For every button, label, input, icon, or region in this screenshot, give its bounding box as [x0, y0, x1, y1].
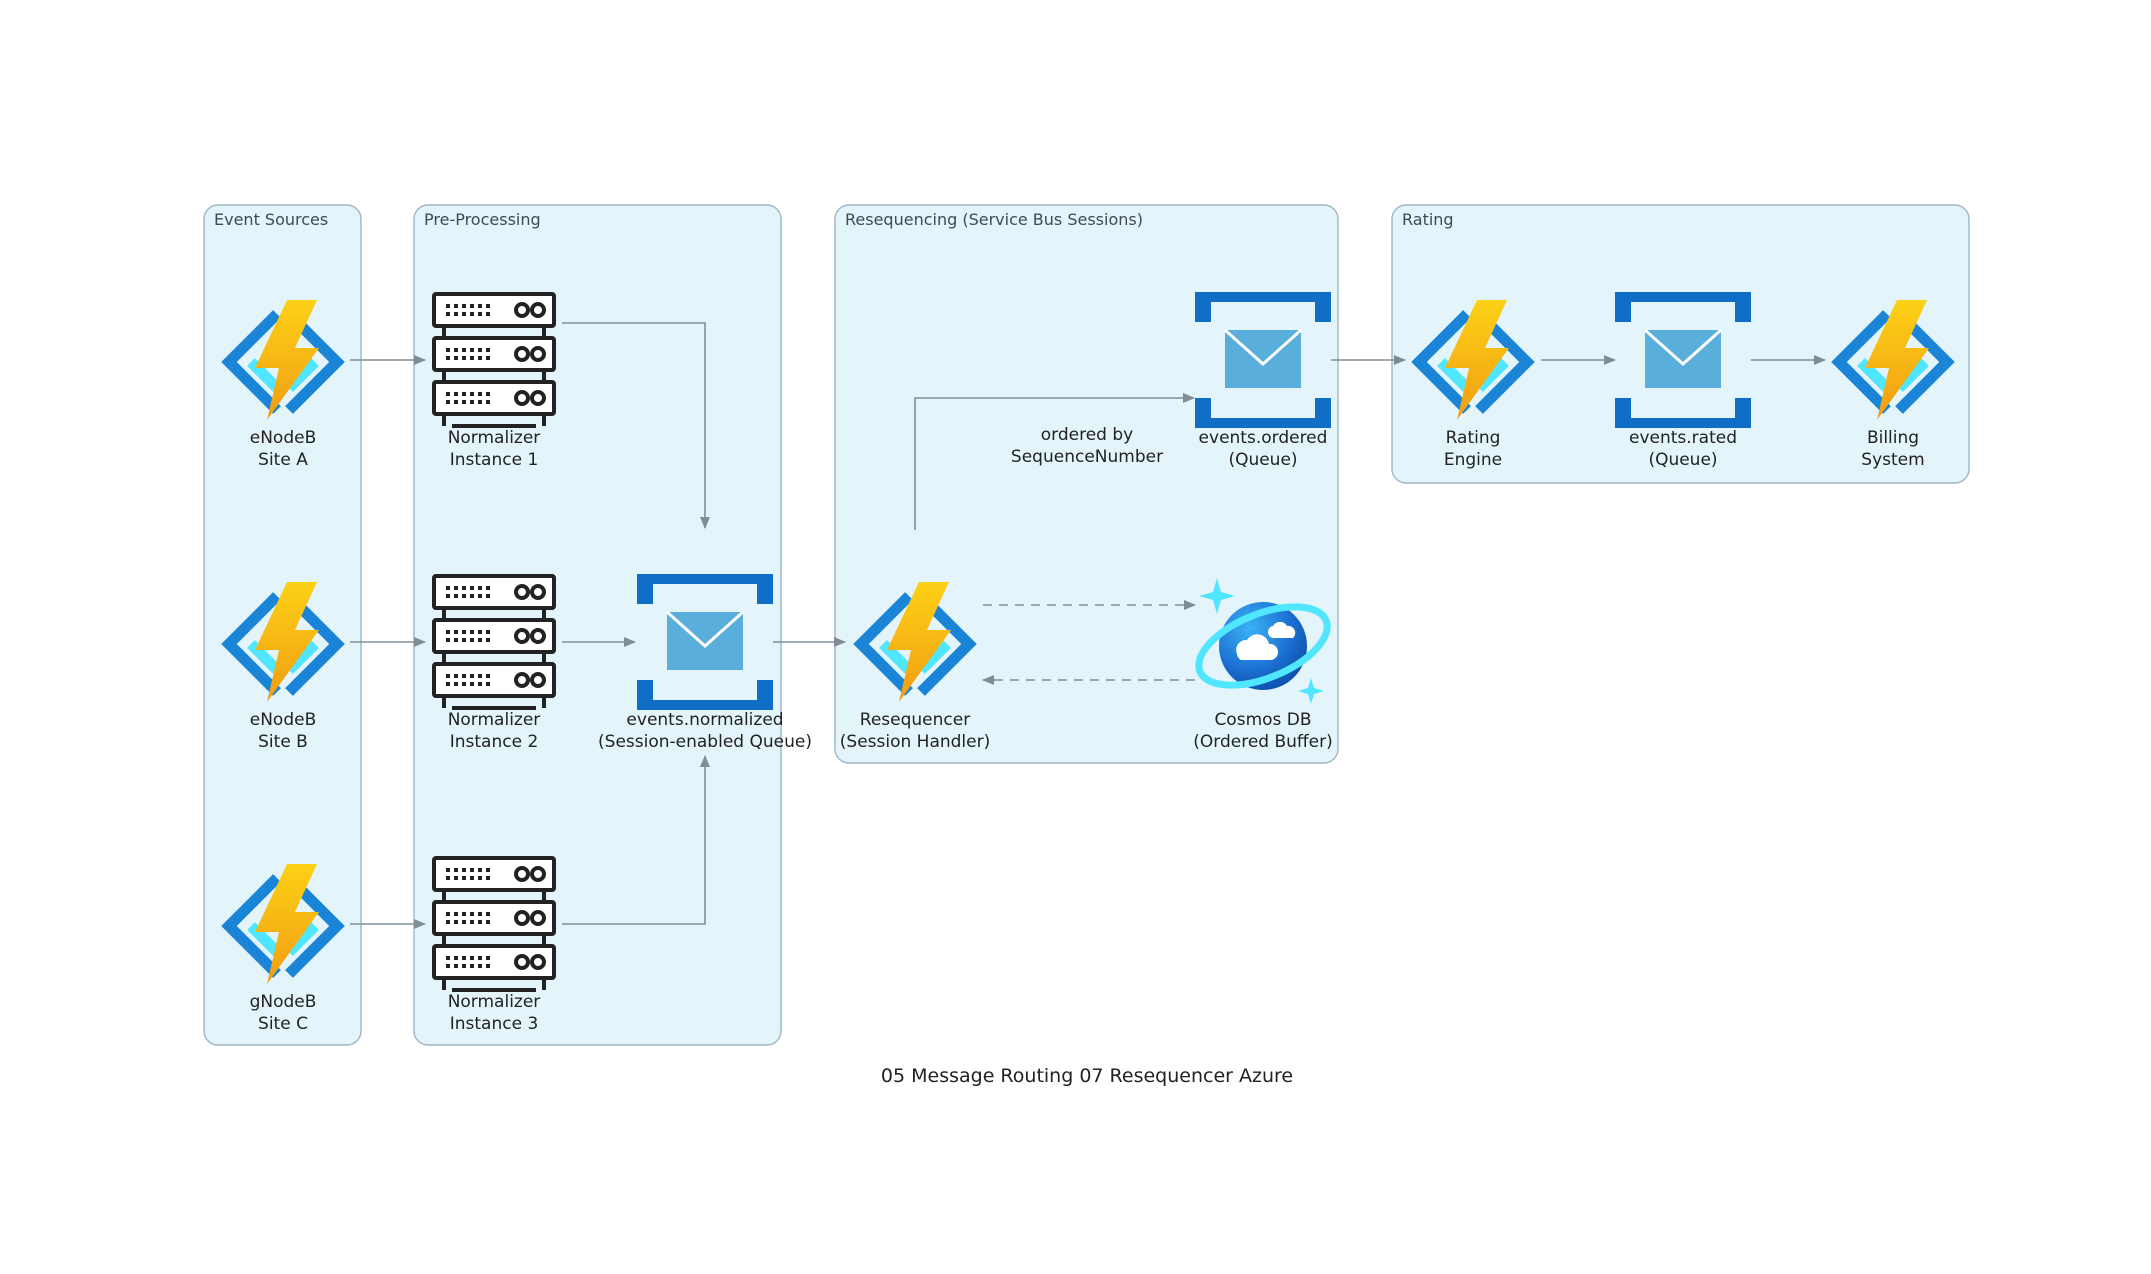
node-label-line1: eNodeB [250, 428, 317, 448]
node-label-line1: events.normalized [626, 710, 783, 730]
node-normalizer-instance-1[interactable]: Normalizer Instance 1 [432, 292, 556, 470]
node-label-line2: Site B [258, 732, 308, 752]
node-label-line2: (Session-enabled Queue) [598, 732, 812, 752]
node-label-line1: gNodeB [250, 992, 317, 1012]
node-label-line2: Site C [258, 1014, 308, 1034]
node-label-line1: Normalizer [448, 710, 541, 730]
diagram-caption: 05 Message Routing 07 Resequencer Azure [881, 1065, 1293, 1087]
node-label-line2: (Queue) [1648, 450, 1717, 470]
node-cosmos-db[interactable]: Cosmos DB (Ordered Buffer) [1188, 578, 1338, 752]
server-rack-icon [432, 574, 556, 710]
edge-normalizer-1-to-events-normalized [562, 322, 710, 529]
node-gnodeb-site-c[interactable]: gNodeB Site C [229, 864, 337, 1034]
cluster-label: Pre-Processing [424, 210, 541, 229]
node-events-ordered[interactable]: events.ordered (Queue) [1193, 290, 1333, 470]
node-label-line1: Resequencer [860, 710, 970, 730]
node-label-line2: Instance 1 [450, 450, 539, 470]
node-normalizer-instance-3[interactable]: Normalizer Instance 3 [432, 856, 556, 1034]
node-label-line1: Cosmos DB [1214, 710, 1311, 730]
edge-normalizer-3-to-events-normalized [562, 755, 710, 925]
edge-label-line2: SequenceNumber [1011, 447, 1163, 467]
node-events-normalized[interactable]: events.normalized (Session-enabled Queue… [598, 572, 812, 752]
node-label-line2: (Ordered Buffer) [1193, 732, 1332, 752]
node-label-line1: Normalizer [448, 992, 541, 1012]
node-enodeb-site-b[interactable]: eNodeB Site B [229, 582, 337, 752]
node-label-line1: Rating [1446, 428, 1501, 448]
edge-label-ordered-by: ordered by SequenceNumber [1011, 425, 1163, 467]
node-billing-system[interactable]: Billing System [1839, 300, 1947, 470]
node-label-line1: events.rated [1629, 428, 1737, 448]
cluster-label: Resequencing (Service Bus Sessions) [845, 210, 1143, 229]
node-resequencer[interactable]: Resequencer (Session Handler) [840, 582, 990, 752]
node-events-rated[interactable]: events.rated (Queue) [1613, 290, 1753, 470]
node-label-line1: Billing [1867, 428, 1919, 448]
node-label-line1: Normalizer [448, 428, 541, 448]
server-rack-icon [432, 856, 556, 992]
edge-resequencer-to-events-ordered [914, 393, 1195, 530]
node-rating-engine[interactable]: Rating Engine [1419, 300, 1527, 470]
node-label-line1: events.ordered [1199, 428, 1328, 448]
node-label-line2: (Queue) [1228, 450, 1297, 470]
node-label-line2: System [1861, 450, 1924, 470]
node-label-line2: Engine [1444, 450, 1502, 470]
node-label-line2: Instance 3 [450, 1014, 539, 1034]
edges [350, 322, 1826, 929]
edge-label-line1: ordered by [1041, 425, 1133, 445]
server-rack-icon [432, 292, 556, 428]
node-normalizer-instance-2[interactable]: Normalizer Instance 2 [432, 574, 556, 752]
node-label-line2: (Session Handler) [840, 732, 990, 752]
node-enodeb-site-a[interactable]: eNodeB Site A [229, 300, 337, 470]
cluster-label: Event Sources [214, 210, 328, 229]
cluster-label: Rating [1402, 210, 1454, 229]
cluster-resequencing: Resequencing (Service Bus Sessions) [834, 204, 1339, 764]
node-label-line1: eNodeB [250, 710, 317, 730]
node-label-line2: Instance 2 [450, 732, 539, 752]
node-label-line2: Site A [258, 450, 308, 470]
